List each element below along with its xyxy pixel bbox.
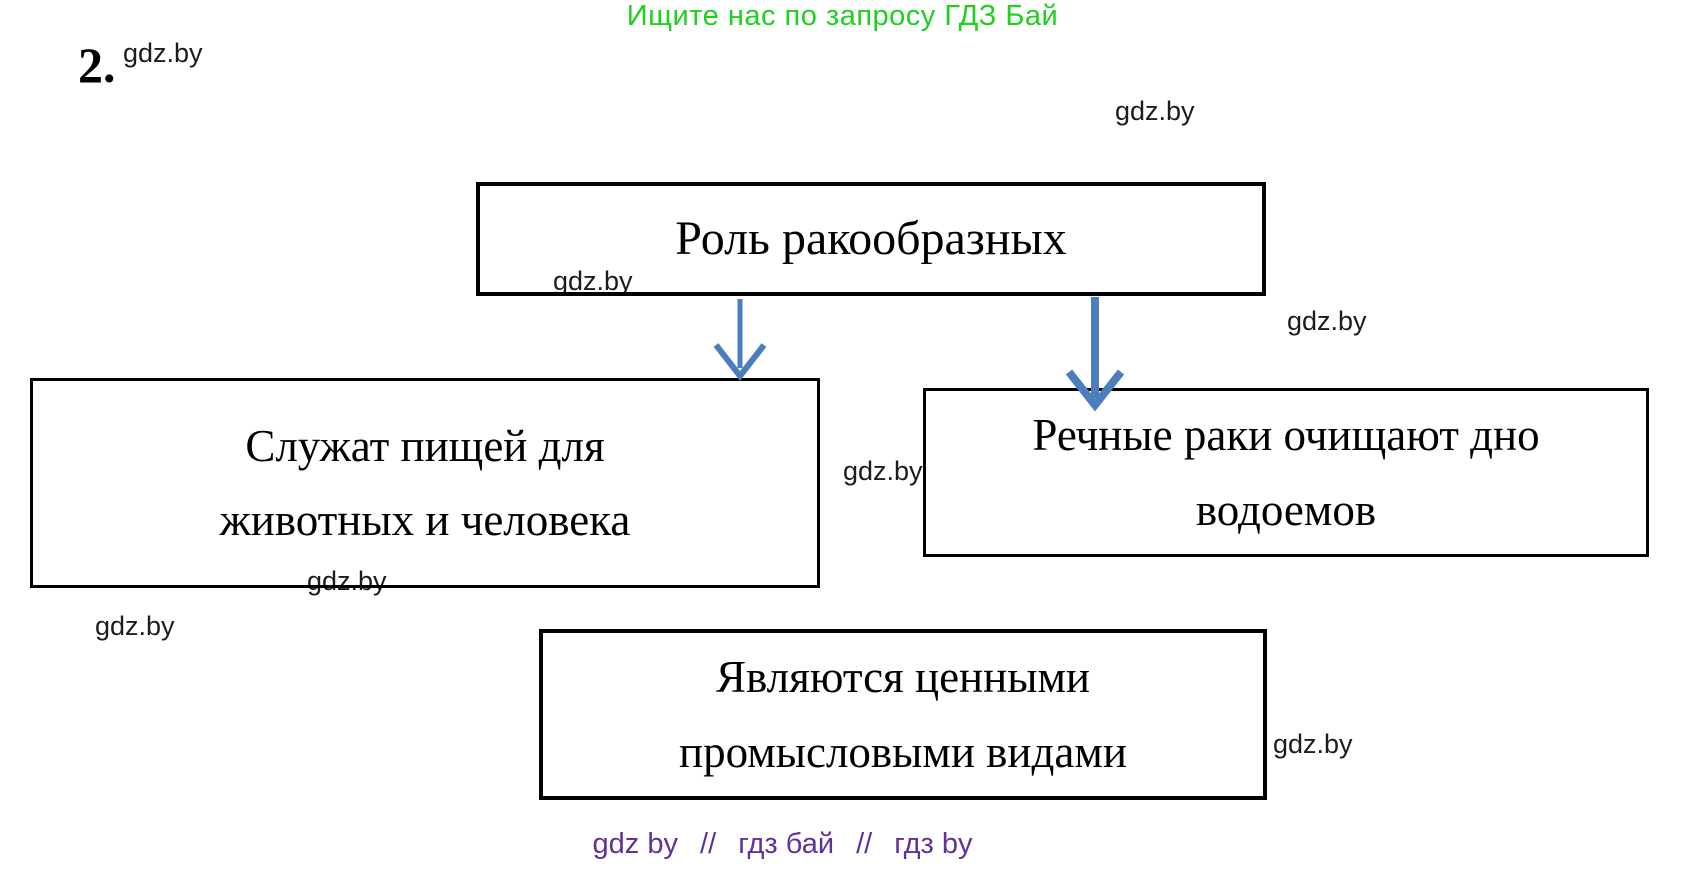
- diagram-box-food: Служат пищей для животных и человека: [30, 378, 820, 588]
- footer-separator: //: [856, 828, 873, 860]
- footer-keyword: gdz by: [592, 828, 678, 860]
- diagram-box-crayfish: Речные раки очищают дно водоемов: [923, 388, 1649, 557]
- box-label-line: Речные раки очищают дно: [1032, 409, 1540, 460]
- footer-keyword: гдз by: [894, 828, 973, 860]
- box-label-line: животных и человека: [219, 495, 631, 545]
- watermark: gdz.by: [123, 38, 203, 68]
- watermark: gdz.by: [1273, 729, 1353, 759]
- diagram-box-commercial: Являются ценными промысловыми видами: [539, 629, 1267, 800]
- box-label-line: Служат пищей для: [245, 421, 605, 471]
- footer-separator: //: [700, 828, 717, 860]
- box-label-line: водоемов: [1195, 484, 1377, 535]
- box-label-line: Являются ценными: [716, 651, 1090, 702]
- promo-banner: Ищите нас по запросу ГДЗ Бай: [626, 0, 1059, 32]
- exercise-number: 2.: [78, 37, 116, 93]
- watermark: gdz.by: [1115, 96, 1195, 126]
- box-label-line: промысловыми видами: [679, 726, 1127, 777]
- box-label: Роль ракообразных: [675, 212, 1067, 265]
- footer-keyword: гдз бай: [738, 828, 835, 860]
- watermark: gdz.by: [307, 566, 387, 596]
- diagram-box-root: Роль ракообразных: [476, 182, 1266, 296]
- watermark: gdz.by: [843, 456, 923, 486]
- watermark: gdz.by: [1287, 306, 1367, 336]
- watermark: gdz.by: [553, 266, 633, 296]
- footer-keywords: gdz by // гдз бай // гдз by: [0, 828, 1565, 860]
- watermark: gdz.by: [95, 611, 175, 641]
- arrow-down-left-icon: [713, 299, 767, 381]
